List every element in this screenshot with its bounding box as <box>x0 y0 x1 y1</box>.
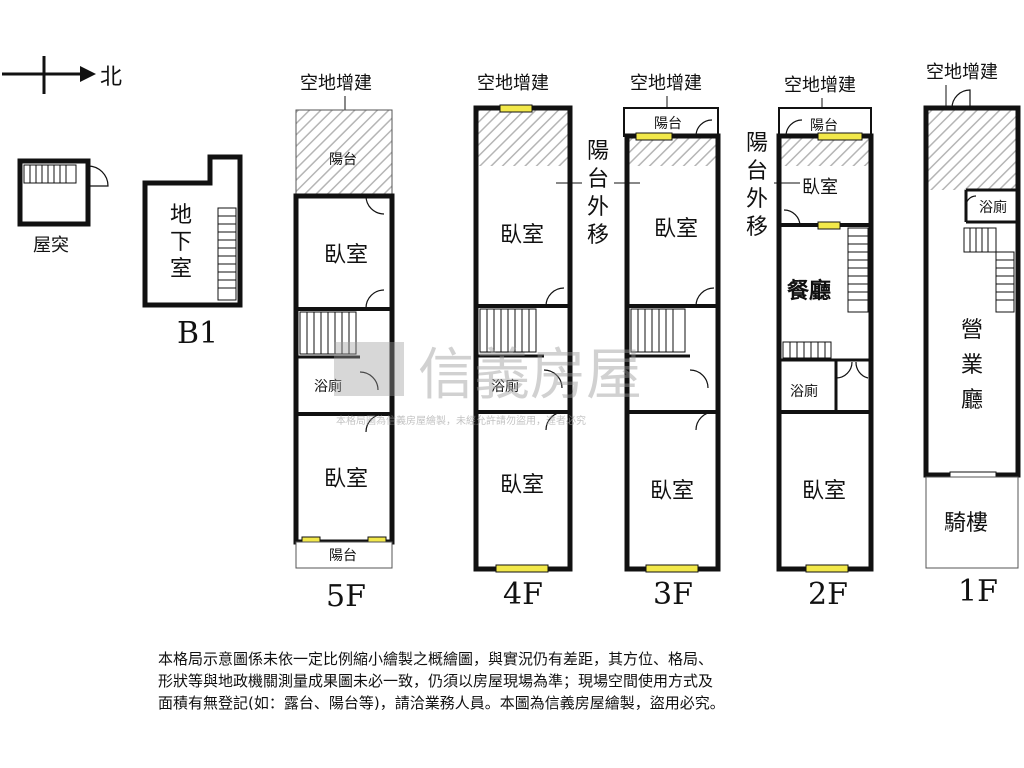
north-arrow-icon <box>80 66 96 82</box>
balcony-bottom-5f: 陽台 <box>329 548 357 564</box>
bedroom-back-5f: 臥室 <box>324 467 368 492</box>
door-swing-icon <box>855 361 869 379</box>
top-note-2f: 空地增建 <box>784 75 856 96</box>
stairs <box>479 308 537 353</box>
stairs <box>299 311 357 355</box>
floor-label-2f: 2F <box>808 577 848 612</box>
business-hall-1: 營 <box>961 318 983 343</box>
note-char-1: 陽 <box>746 131 768 156</box>
floor-label-3f: 3F <box>653 577 693 612</box>
door-swing-icon <box>545 411 565 431</box>
note-char-1: 陽 <box>587 139 609 164</box>
stairs <box>217 207 237 301</box>
door-swing-icon <box>695 287 715 307</box>
disclaimer-line-3: 面積有無登記(如：露台、陽台等)，請洽業務人員。本圖為信義房屋繪製，盜用必究。 <box>158 694 725 712</box>
top-note-3f: 空地增建 <box>630 73 702 94</box>
top-note-4f: 空地增建 <box>477 73 549 94</box>
bath-2f: 浴廁 <box>790 383 818 400</box>
note-char-2: 台 <box>587 167 609 192</box>
stairs <box>782 341 832 359</box>
bedroom-front-2f: 臥室 <box>802 177 838 198</box>
business-hall-2: 業 <box>961 353 983 378</box>
bedroom-front-5f: 臥室 <box>324 243 368 268</box>
balcony-top-3f: 陽台 <box>654 116 682 132</box>
bedroom-back-3f: 臥室 <box>650 479 694 504</box>
dining-2f: 餐廳 <box>787 278 831 304</box>
note-char-3: 外 <box>746 187 768 212</box>
watermark-brand: 信義房屋 <box>418 343 642 408</box>
bath-5f: 浴廁 <box>314 378 342 395</box>
door-swing-icon <box>87 165 109 187</box>
stairs <box>630 308 686 353</box>
watermark-subtext: 本格局圖為信義房屋繪製，未經允許請勿盜用，違者必究 <box>336 414 586 427</box>
top-note-1f: 空地增建 <box>926 62 998 83</box>
floor-label-1f: 1F <box>958 574 998 609</box>
note-char-4: 移 <box>587 223 609 248</box>
floor-label-5f: 5F <box>326 579 366 614</box>
floor-plan-5f: 空地增建 陽台 臥室 浴廁 臥室 陽台 5F <box>293 73 395 614</box>
note-char-3: 外 <box>587 195 609 220</box>
basement-plan: 地 下 室 B1 <box>142 154 243 351</box>
watermark: 信義房屋 本格局圖為信義房屋繪製，未經允許請勿盜用，違者必究 <box>334 342 642 427</box>
door-swing-icon <box>951 89 971 109</box>
disclaimer-text: 本格局示意圖係未依一定比例縮小繪製之概繪圖，與實況仍有差距，其方位、格局、 形狀… <box>158 648 878 714</box>
business-hall-3: 廳 <box>961 388 983 413</box>
door-swing-icon <box>545 287 565 307</box>
bedroom-front-3f: 臥室 <box>654 217 698 242</box>
top-note-5f: 空地增建 <box>300 73 372 94</box>
door-swing-icon <box>365 195 385 215</box>
arcade-1f: 騎樓 <box>944 511 988 536</box>
door-swing-icon <box>695 411 715 431</box>
brand-logo-icon <box>334 342 404 396</box>
basement-label-1: 地 <box>170 203 192 228</box>
north-label: 北 <box>100 65 122 90</box>
stairs <box>963 227 1015 313</box>
balcony-top-2f: 陽台 <box>810 118 838 134</box>
note-char-2: 台 <box>746 159 768 184</box>
floor-plan-1f: 空地增建 浴廁 營 業 廳 騎樓 1F <box>923 62 1021 609</box>
door-swing-icon <box>359 371 379 391</box>
floor-plan-2f: 空地增建 陽台 臥室 餐廳 浴廁 臥室 <box>776 75 874 612</box>
floor-plan-3f: 空地增建 陽台 臥室 臥室 3F <box>623 73 721 612</box>
basement-label-2: 下 <box>170 230 192 255</box>
floor-label-b1: B1 <box>177 316 218 351</box>
door-swing-icon <box>965 195 977 207</box>
bath-4f: 浴廁 <box>491 378 519 395</box>
basement-label-3: 室 <box>170 257 192 282</box>
floor-label-4f: 4F <box>503 577 543 612</box>
disclaimer-line-1: 本格局示意圖係未依一定比例縮小繪製之概繪圖，與實況仍有差距，其方位、格局、 <box>158 650 714 668</box>
door-swing-icon <box>783 209 801 227</box>
balcony-moved-note-3f: 陽 台 外 移 <box>556 139 640 248</box>
door-swing-icon <box>365 413 385 433</box>
note-char-4: 移 <box>746 215 768 240</box>
bath-1f: 浴廁 <box>979 199 1007 216</box>
door-swing-icon <box>689 369 709 389</box>
stairs <box>847 227 869 313</box>
disclaimer-line-2: 形狀等與地政機關測量成果圖未必一致，仍須以房屋現場為準；現場空間使用方式及 <box>158 672 714 690</box>
compass: 北 <box>2 56 122 94</box>
floor-plan-4f: 空地增建 臥室 浴廁 臥室 4F <box>473 73 573 612</box>
bedroom-back-4f: 臥室 <box>500 473 544 498</box>
bedroom-back-2f: 臥室 <box>802 479 846 504</box>
roof-annex-label: 屋突 <box>33 235 69 256</box>
bedroom-front-4f: 臥室 <box>500 223 544 248</box>
door-swing-icon <box>835 361 853 379</box>
roof-annex-plan: 屋突 <box>17 158 109 256</box>
stairs <box>23 164 77 184</box>
balcony-top-5f: 陽台 <box>329 152 357 168</box>
door-swing-icon <box>543 369 563 389</box>
door-swing-icon <box>365 289 385 309</box>
